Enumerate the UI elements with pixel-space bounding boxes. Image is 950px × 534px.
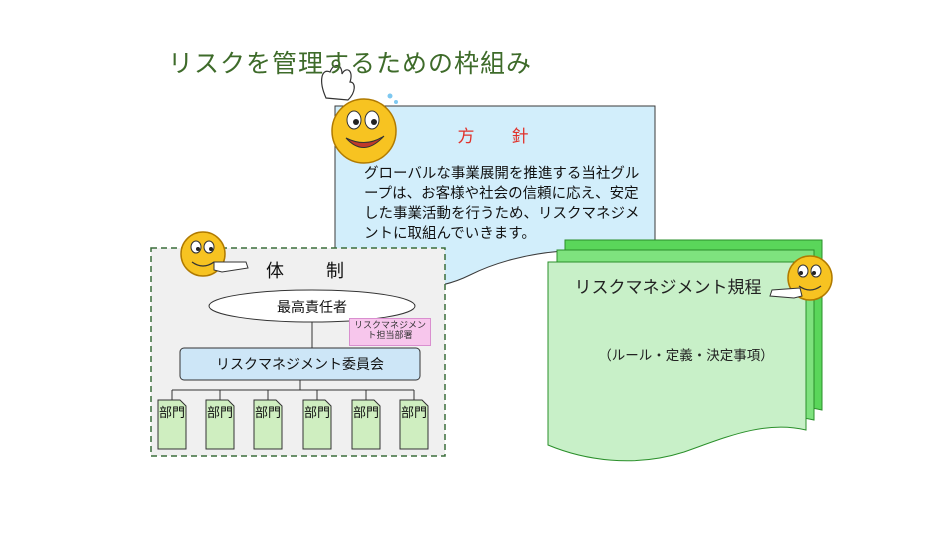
committee-box (179, 347, 421, 381)
department-label: 部門 (207, 406, 234, 421)
department-label: 部門 (401, 406, 428, 421)
smiley-pointing-icon (180, 231, 249, 277)
committee-label: リスクマネジメント委員会 (216, 357, 384, 373)
executive-label: 最高責任者 (277, 300, 347, 316)
org-connectors (171, 322, 415, 400)
department-label: 部門 (159, 406, 186, 421)
rules-document-stack (547, 239, 823, 462)
rm-department-box: リスクマネジメント担当部署 (349, 318, 431, 346)
department-shapes (157, 399, 429, 450)
rules-note: （ルール・定義・決定事項） (598, 348, 774, 364)
policy-heading: 方 針 (457, 127, 539, 147)
policy-body: グローバルな事業展開を推進する当社グループは、お客様や社会の信頼に応え、安定した… (364, 166, 640, 242)
department-label: 部門 (353, 406, 380, 421)
smiley-waving-icon (321, 64, 398, 164)
rules-heading: リスクマネジメント規程 (574, 278, 762, 298)
rules-document-shape (547, 261, 807, 462)
smiley-pointing-icon (769, 255, 833, 301)
page-title: リスクを管理するための枠組み (168, 49, 533, 78)
system-heading: 体 制 (266, 261, 356, 282)
department-label: 部門 (255, 406, 282, 421)
department-label: 部門 (304, 406, 331, 421)
